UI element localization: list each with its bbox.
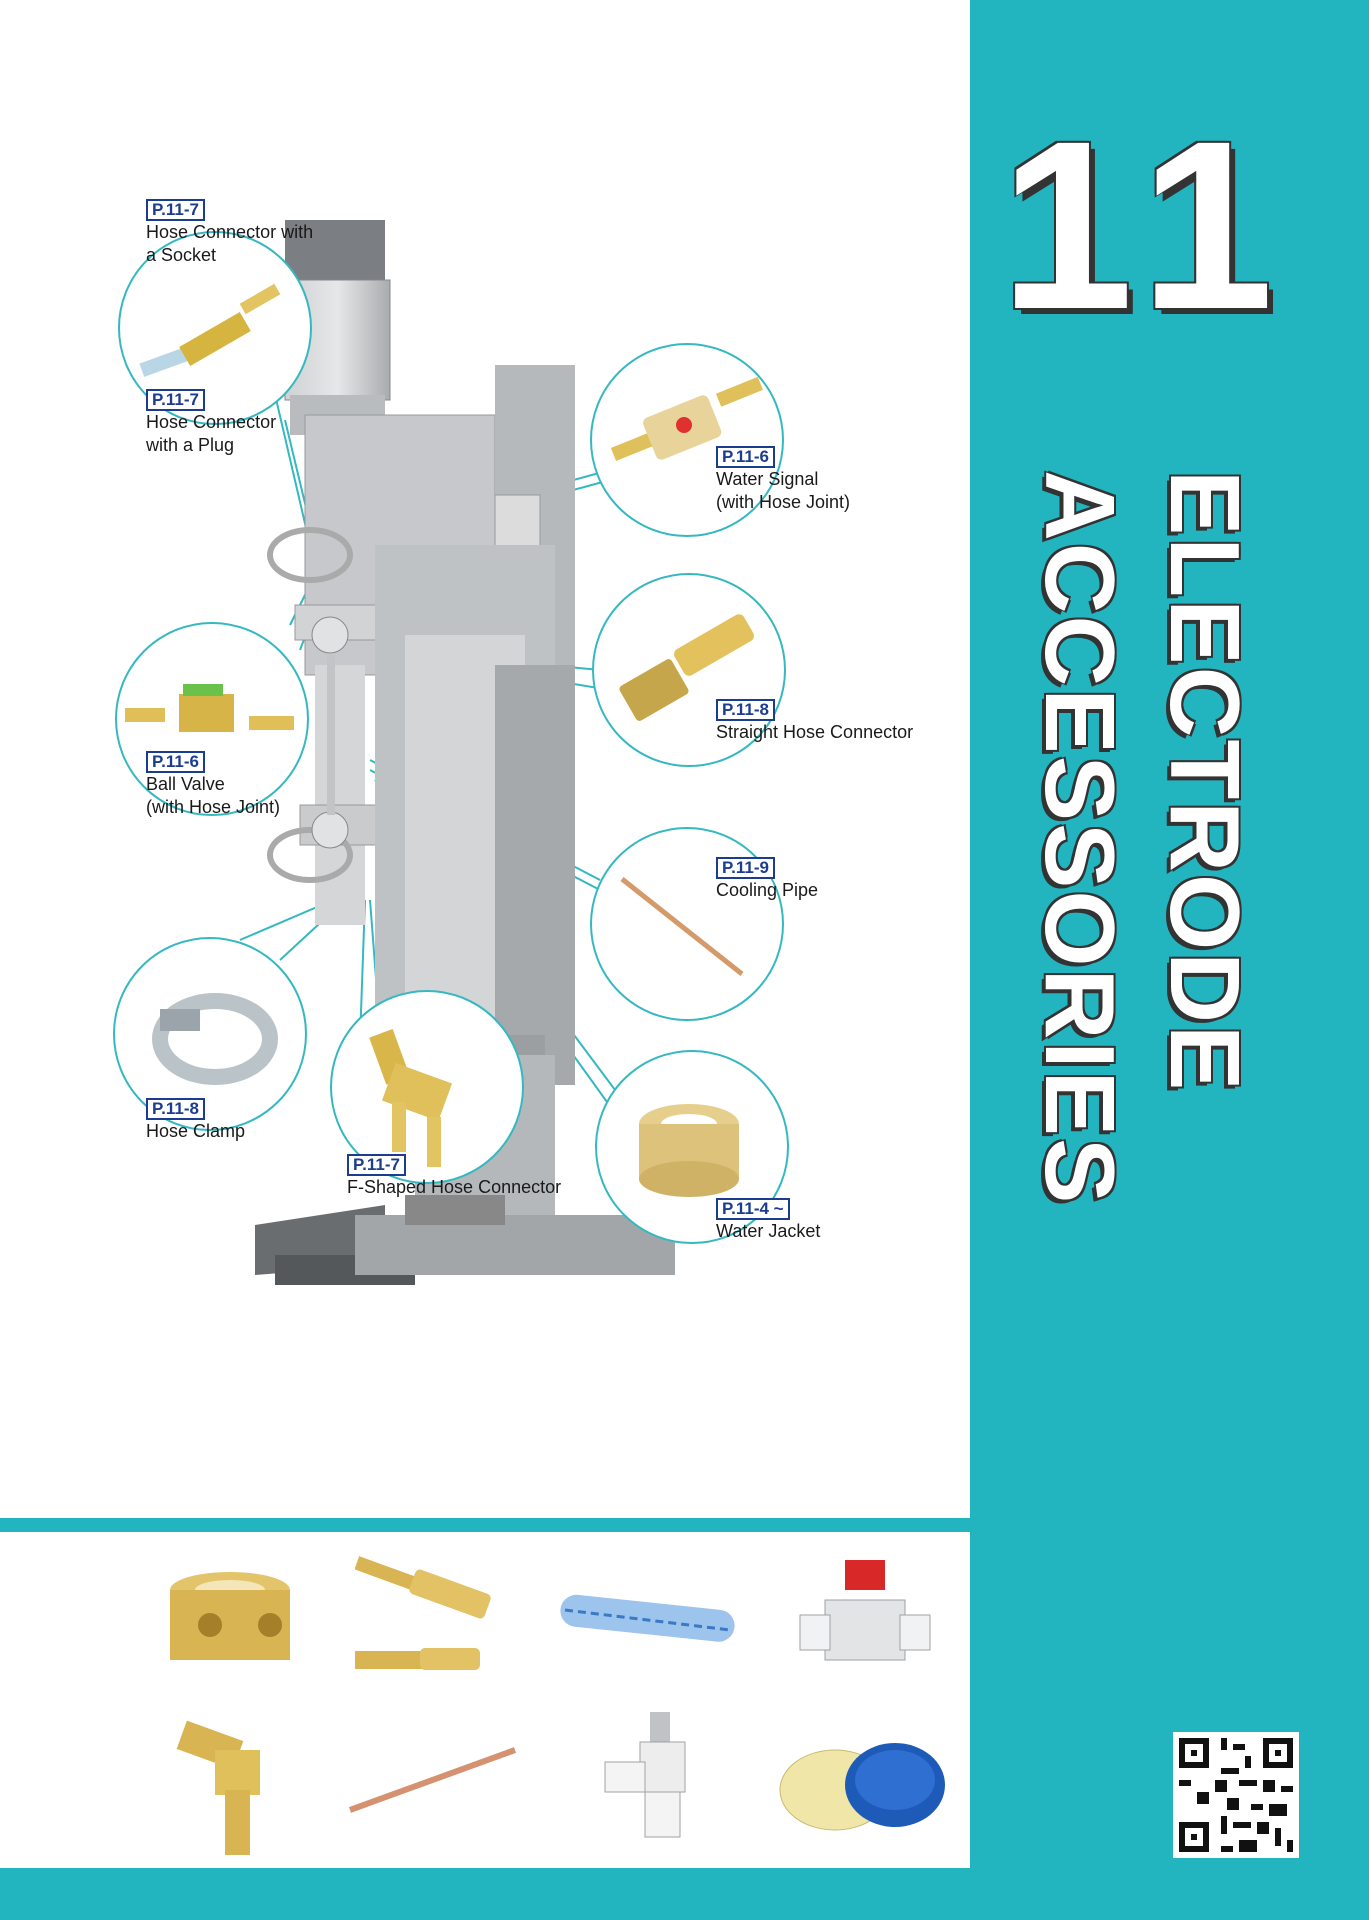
socket-connector-icon <box>139 283 281 377</box>
chapter-title-line1: ELECTRODE <box>1150 470 1260 1093</box>
page-ref: P.11-6 <box>146 751 205 773</box>
callout-ball-valve: P.11-6 Ball Valve (with Hose Joint) <box>146 751 280 819</box>
callout-label: Water Jacket <box>716 1221 821 1241</box>
product-copper-pipe <box>345 1740 517 1860</box>
callout-label: Hose Connector with a Socket <box>146 222 314 265</box>
copper-pipe-icon <box>348 1747 517 1813</box>
brass-block-icon <box>170 1572 290 1660</box>
chapter-number: 11 <box>1000 91 1294 359</box>
grease-tin-icon <box>779 1743 945 1831</box>
product-speed-controller <box>600 1712 750 1838</box>
callout-water-signal: P.11-6 Water Signal (with Hose Joint) <box>716 446 850 514</box>
callout-circle-f-connector <box>330 990 524 1184</box>
product-grease-tin <box>775 1730 945 1850</box>
hose-icon <box>560 1594 735 1642</box>
product-hose <box>555 1590 735 1710</box>
qr-code-icon <box>1173 1732 1299 1858</box>
callout-cooling-pipe: P.11-9 Cooling Pipe <box>716 857 818 902</box>
water-signal-icon <box>610 376 763 461</box>
page-ref: P.11-7 <box>347 1154 406 1176</box>
callout-label: Straight Hose Connector <box>716 722 914 742</box>
hand-valve-icon <box>799 1560 931 1661</box>
page-ref: P.11-9 <box>716 857 775 879</box>
hose-clamp-icon <box>152 993 278 1085</box>
f-connector-icon <box>369 1029 453 1167</box>
callout-label: Hose Connector with a Plug <box>146 412 277 455</box>
callout-label: F-Shaped Hose Connector <box>347 1177 562 1197</box>
bottom-band <box>0 1868 1369 1920</box>
callout-label: Hose Clamp <box>146 1121 246 1141</box>
straight-connector-icon <box>619 614 754 721</box>
callout-label: Water Signal (with Hose Joint) <box>716 469 851 512</box>
callout-label: Cooling Pipe <box>716 880 819 900</box>
side-band <box>970 0 1369 1920</box>
callout-socket: P.11-7 Hose Connector with a Socket <box>146 199 313 267</box>
callout-f-connector: P.11-7 F-Shaped Hose Connector <box>347 1154 561 1199</box>
qr-code[interactable] <box>1173 1732 1299 1858</box>
product-water-jacket-block <box>155 1560 305 1680</box>
product-quick-coupler <box>354 1556 505 1676</box>
page-ref: P.11-8 <box>716 699 775 721</box>
page-ref: P.11-7 <box>146 199 205 221</box>
page-ref: P.11-8 <box>146 1098 205 1120</box>
water-jacket-icon <box>639 1104 739 1197</box>
ball-valve-icon <box>125 684 294 732</box>
callout-circle-water-jacket <box>595 1050 789 1244</box>
divider-band <box>0 1518 970 1532</box>
callout-plug: P.11-7 Hose Connector with a Plug <box>146 389 276 457</box>
callout-water-jacket: P.11-4 ~ Water Jacket <box>716 1198 820 1243</box>
product-elbow-fitting <box>175 1720 325 1855</box>
callout-hose-clamp: P.11-8 Hose Clamp <box>146 1098 245 1143</box>
chapter-title-line2: ACCESSORIES <box>1025 470 1135 1206</box>
callout-circle-water-signal <box>590 343 784 537</box>
spot-welder-machine <box>255 220 675 1285</box>
cooling-pipe-icon <box>620 877 744 976</box>
callout-circle-ball-valve <box>115 622 309 816</box>
speed-controller-icon <box>604 1712 686 1838</box>
page-ref: P.11-7 <box>146 389 205 411</box>
product-hand-valve <box>795 1560 945 1680</box>
quick-coupler-icon <box>354 1556 491 1670</box>
elbow-fitting-icon <box>176 1720 260 1855</box>
callout-circle-straight-connector <box>592 573 786 767</box>
page-ref: P.11-6 <box>716 446 775 468</box>
page-ref: P.11-4 ~ <box>716 1198 790 1220</box>
callout-label: Ball Valve (with Hose Joint) <box>146 774 281 817</box>
callout-straight-connector: P.11-8 Straight Hose Connector <box>716 699 913 744</box>
callout-circle-hose-clamp <box>113 937 307 1131</box>
